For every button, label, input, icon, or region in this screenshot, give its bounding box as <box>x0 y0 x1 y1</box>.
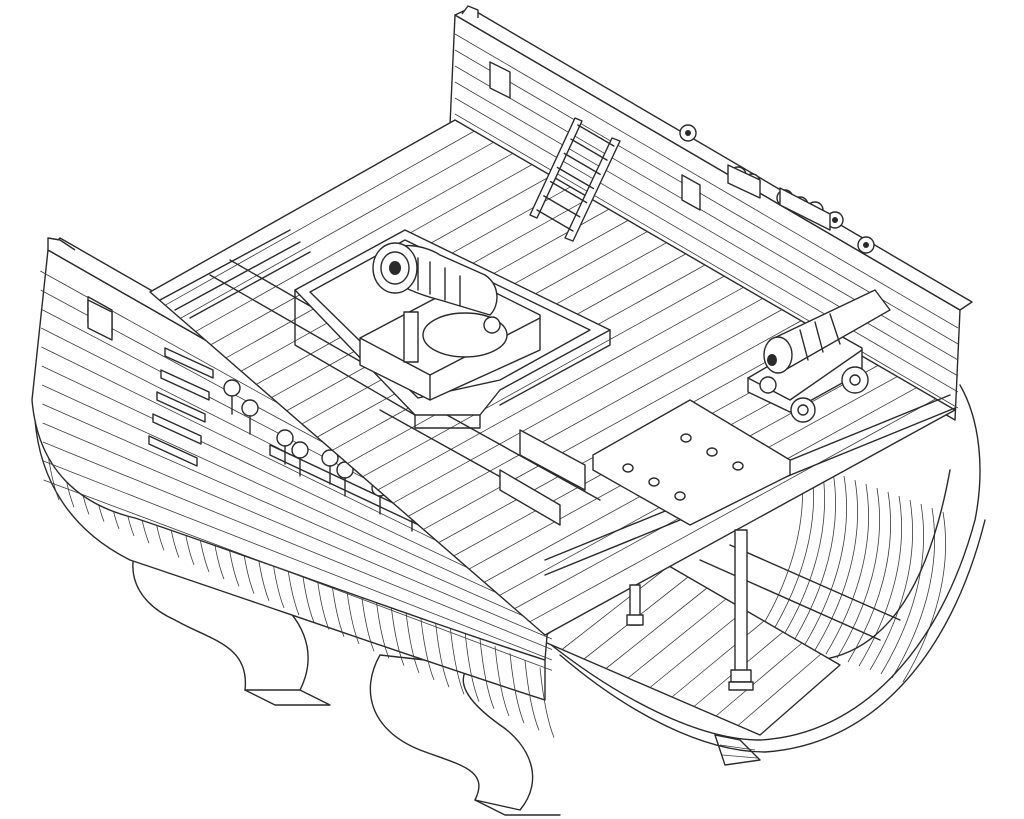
starboard-plank-line <box>455 82 958 376</box>
gauge-dial <box>277 430 293 446</box>
grating-hole <box>623 464 633 472</box>
hull-rib <box>804 476 847 646</box>
gauge-dial <box>292 442 308 458</box>
hull-rib <box>903 512 946 682</box>
deck-plank-line <box>408 310 782 517</box>
deck-plank-line <box>165 131 474 305</box>
ladder-rung <box>578 125 614 146</box>
hull-rib <box>450 624 464 694</box>
hull-rib <box>892 508 935 678</box>
grating-hatch-cover <box>593 400 790 525</box>
deadeye-hole <box>863 242 869 248</box>
port-plank-line <box>44 480 552 670</box>
hull-rib <box>540 668 554 738</box>
hull-rib <box>793 472 836 642</box>
grating-hole <box>707 448 717 456</box>
port-plank-line <box>42 404 552 629</box>
oar-port <box>165 348 213 378</box>
oar-port <box>161 370 209 400</box>
starboard-plank-line <box>455 114 958 408</box>
deck-plank-line <box>363 276 725 477</box>
lower-deck-plank <box>628 599 726 678</box>
ladder <box>530 118 620 241</box>
hull-rib <box>782 468 825 638</box>
port-plank-line <box>42 385 552 618</box>
deck-support-pillars <box>627 530 753 690</box>
lower-deck-plank <box>606 588 707 669</box>
deck-plank-line <box>530 399 936 622</box>
deck-plank-line <box>393 298 763 503</box>
starboard-plank-line <box>455 98 958 392</box>
grating-hole <box>675 492 685 500</box>
deadeye-hole <box>832 217 838 223</box>
deadeye-hole <box>685 130 691 136</box>
lower-deck-plank <box>562 566 669 650</box>
gauge-dial <box>242 400 258 416</box>
port-plank-line <box>43 423 552 639</box>
ladder-rung <box>557 168 593 189</box>
hull-rib <box>859 496 902 666</box>
lower-deck-plank <box>738 654 821 726</box>
oar-ports <box>149 348 213 466</box>
hull-rib <box>480 639 494 709</box>
oar-port <box>153 414 201 444</box>
hull-rib <box>435 617 449 687</box>
gun-ports <box>728 165 830 230</box>
grating-hole <box>733 462 743 470</box>
ladder-rung <box>551 182 587 203</box>
hull-rib <box>815 480 858 650</box>
hull-rib <box>510 653 524 723</box>
deck-plank-line <box>196 153 513 331</box>
hull-rib <box>848 492 891 662</box>
hull-rib <box>465 632 479 702</box>
hull-rib <box>525 660 539 730</box>
ladder-rung <box>564 153 600 174</box>
ladder-rung <box>537 210 573 231</box>
lower-deck-plank <box>650 610 745 688</box>
ladder-rung <box>571 139 607 160</box>
starboard-plank-line <box>455 34 958 328</box>
oar-port <box>149 436 197 466</box>
hull-rib <box>870 500 913 670</box>
deck-plank-line <box>180 142 493 318</box>
lower-deck-plank <box>716 643 802 716</box>
mortar-cannon <box>360 243 540 400</box>
grating-hole <box>649 478 659 486</box>
oar-port <box>157 392 205 422</box>
hull-rib <box>420 610 434 680</box>
ladder-rung <box>544 196 580 217</box>
hull-rib <box>881 504 924 674</box>
hull-rib <box>837 488 880 658</box>
gauge-dial <box>224 380 240 396</box>
grating-hole <box>681 434 691 442</box>
deck-plank-line <box>423 321 801 530</box>
hull-rib <box>495 646 509 716</box>
deck-plank-line <box>378 287 744 490</box>
deck-cannon-on-carriage <box>748 290 890 422</box>
port-plank-line <box>43 461 552 660</box>
hull-rib <box>826 484 869 654</box>
port-plank-line <box>43 442 552 650</box>
lower-deck-plank <box>672 621 764 697</box>
